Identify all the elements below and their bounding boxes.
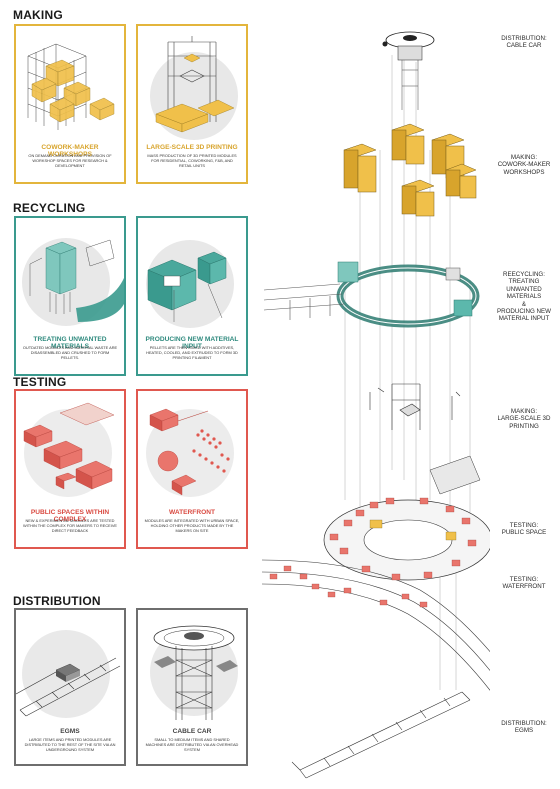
card-description: NEW & EXPERIMENTAL MODULES ARE TESTED WI… [22, 518, 118, 533]
testing-yellow-modules [369, 519, 457, 541]
label-line: & [521, 300, 527, 308]
cowork-workshop-illustration [27, 43, 115, 130]
card-treating-unwanted-materials: TREATING UNWANTED MATERIALS OUTDATED MOD… [14, 216, 126, 376]
card-title: WATERFRONT [168, 509, 216, 516]
cable-car-illustration [150, 625, 238, 720]
label-line: DISTRIBUTION: [501, 720, 547, 727]
section-title-making: MAKING [13, 8, 63, 22]
stage-label-recycling: REECYCLING: TREATING UNWANTED MATERIALS … [490, 271, 558, 323]
stage-label-cable-car: DISTRIBUTION: CABLE CAR [490, 35, 558, 50]
card-large-scale-3d-printing: LARGE-SCALE 3D PRINTING MASS PRODUCTION … [136, 24, 248, 184]
stage-label-cowork-workshops: MAKING: COWORK-MAKER WORKSHOPS [490, 154, 558, 176]
producing-material-illustration [146, 240, 234, 328]
label-line: CABLE CAR [506, 42, 542, 50]
label-line: EGMS [514, 727, 534, 735]
egms-conveyor [291, 691, 471, 779]
stage-label-public-space: TESTING: PUBLIC SPACE [490, 522, 558, 537]
label-line: PRODUCING NEW [497, 308, 551, 316]
label-line: WATERFRONT [502, 583, 546, 591]
card-cable-car: CABLE CAR SMALL TO MEDIUM ITEMS AND SHAR… [136, 608, 248, 766]
card-waterfront: WATERFRONT MODULES ARE INTEGRATED WITH U… [136, 389, 248, 549]
label-line: REECYCLING: [503, 271, 545, 278]
card-title: COWORK-MAKER WORKSHOPS [41, 144, 99, 159]
card-description: MODULES ARE INTEGRATED WITH URBAN SPACE,… [144, 518, 240, 533]
card-title: PUBLIC SPACES WITHIN COMPLEX [30, 509, 110, 524]
public-spaces-illustration [23, 402, 115, 497]
egms-illustration [16, 630, 121, 718]
label-line: MAKING: [510, 154, 538, 161]
card-description: PELLETS ARE THEN MIXED WITH ADDITIVES, H… [146, 345, 238, 360]
label-line: TREATING UNWANTED [506, 278, 542, 293]
card-title: EGMS [60, 728, 80, 735]
section-title-recycling: RECYCLING [13, 201, 86, 215]
label-line: COWORK-MAKER [497, 161, 551, 169]
card-cowork-maker-workshops: COWORK-MAKER WORKSHOPS ON DEMAND CURATIO… [14, 24, 126, 184]
exploded-axonometric-diagram [261, 31, 490, 779]
card-egms: EGMS LARGE ITEMS AND PRINTED MODULES ARE… [14, 608, 126, 766]
card-description: OUTDATED MODULES AND MATERIAL WASTE ARE … [22, 345, 118, 360]
3d-printing-illustration [150, 36, 238, 140]
card-public-spaces-within-complex: PUBLIC SPACES WITHIN COMPLEX NEW & EXPER… [14, 389, 126, 549]
label-line: DISTRIBUTION: [501, 35, 547, 42]
card-description: MASS PRODUCTION OF 3D PRINTED MODULES FO… [147, 153, 237, 168]
card-title: LARGE-SCALE 3D PRINTING [146, 144, 238, 151]
label-line: WORKSHOPS [503, 168, 545, 176]
label-line: TESTING: [509, 522, 539, 529]
cable-car-top [382, 31, 435, 110]
card-description: SMALL TO MEDIUM ITEMS AND SHARED MACHINE… [145, 737, 239, 752]
section-title-testing: TESTING [13, 375, 67, 389]
card-title: CABLE CAR [172, 728, 212, 735]
label-line: PRINTING [509, 422, 539, 430]
section-title-distribution: DISTRIBUTION [13, 594, 101, 608]
stage-label-egms: DISTRIBUTION: EGMS [490, 720, 558, 735]
recycling-ring [263, 261, 480, 328]
label-line: MATERIALS [506, 293, 542, 301]
cowork-workshop-modules [343, 123, 477, 217]
card-description: ON DEMAND CURATION AND PROVISION OF WORK… [28, 153, 112, 168]
label-line: TESTING: [509, 576, 539, 583]
testing-modules [269, 497, 477, 608]
treating-materials-illustration [22, 238, 124, 326]
label-line: MATERIAL INPUT [498, 315, 550, 323]
card-title: PRODUCING NEW MATERIAL INPUT [145, 336, 239, 351]
card-description: LARGE ITEMS AND PRINTED MODULES ARE DIST… [24, 737, 116, 752]
card-producing-new-material-input: PRODUCING NEW MATERIAL INPUT PELLETS ARE… [136, 216, 248, 376]
printing-frame [369, 383, 461, 430]
label-line: MAKING: [510, 408, 538, 415]
stage-label-3d-printing: MAKING: LARGE-SCALE 3D PRINTING [490, 408, 558, 430]
label-line: LARGE-SCALE 3D [497, 415, 551, 423]
public-space-platform [261, 455, 490, 691]
card-title: TREATING UNWANTED MATERIALS [33, 336, 107, 351]
label-line: PUBLIC SPACE [501, 529, 547, 537]
waterfront-illustration [146, 408, 234, 497]
stage-label-waterfront: TESTING: WATERFRONT [490, 576, 558, 591]
